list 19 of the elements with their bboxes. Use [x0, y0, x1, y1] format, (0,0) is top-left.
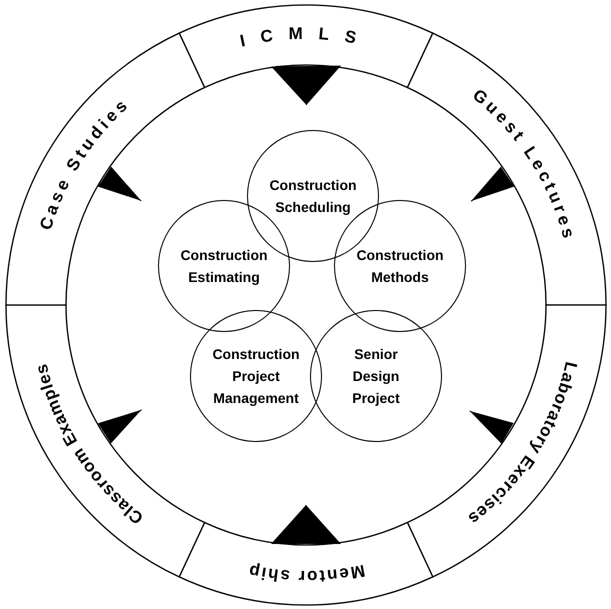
- arrow: [271, 504, 341, 544]
- ring-segment: [178, 4, 434, 88]
- arrow: [470, 166, 514, 202]
- topic-label: Senior Design Project: [351, 345, 401, 408]
- ring-segment: [178, 522, 434, 606]
- topic-label: Construction Project Management: [211, 345, 301, 408]
- segment-label: ICMLS: [238, 23, 374, 50]
- arrow: [469, 410, 514, 444]
- topic-label: Construction Estimating: [179, 246, 269, 287]
- arrow: [98, 409, 142, 444]
- ring-segment: [5, 304, 206, 578]
- arrow: [98, 166, 142, 202]
- arrow: [271, 66, 341, 106]
- topic-label: Construction Methods: [355, 246, 445, 287]
- ring-segment: [406, 304, 607, 578]
- topic-label: Construction Scheduling: [268, 176, 358, 217]
- segment-label: Mentor ship: [245, 561, 367, 587]
- topic-circle: [310, 310, 442, 442]
- topic-circle: [190, 310, 322, 442]
